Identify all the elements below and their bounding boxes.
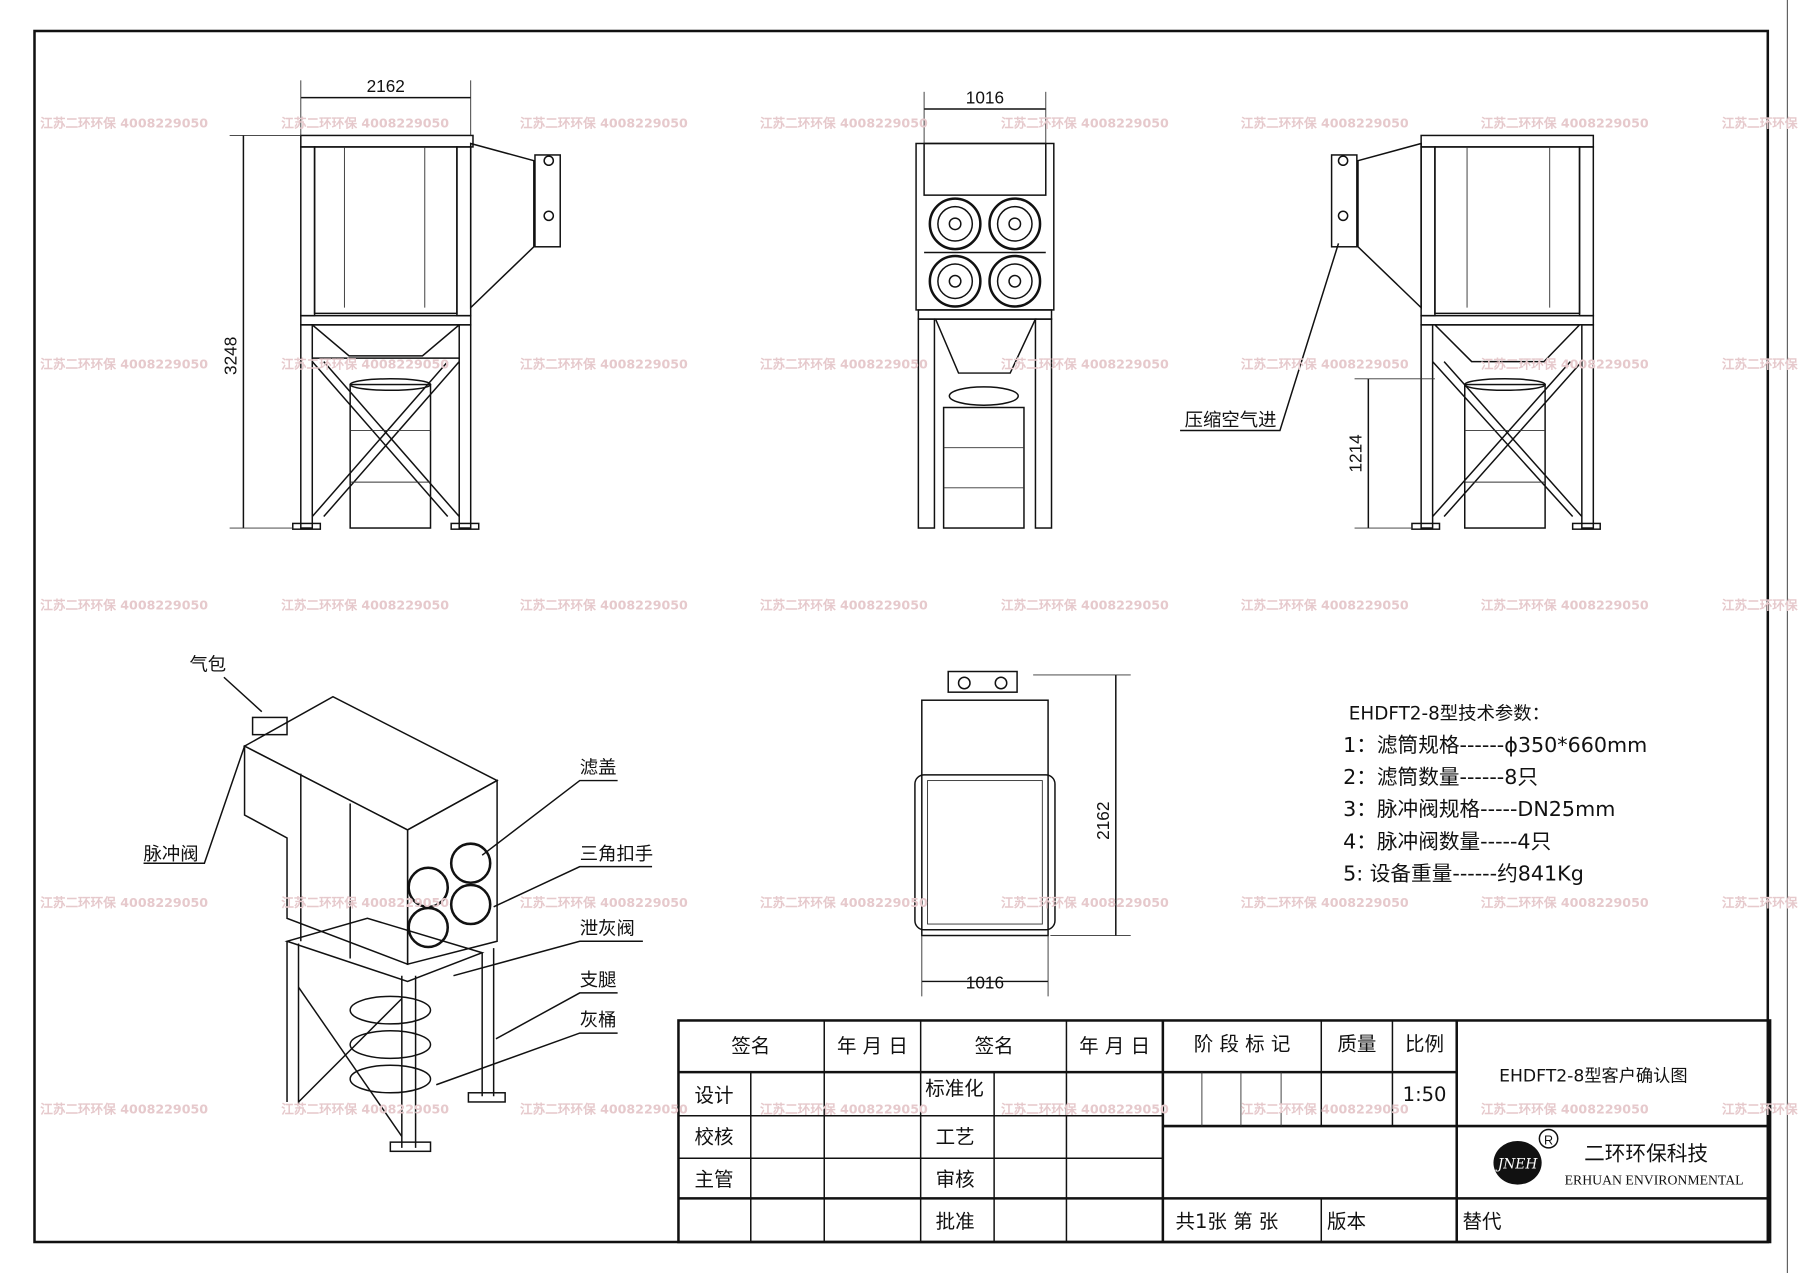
watermark-text: 江苏二环环保 4008229050 xyxy=(1722,1101,1800,1116)
watermark-text: 江苏二环环保 4008229050 xyxy=(1001,598,1169,613)
version-label: 版本 xyxy=(1327,1210,1366,1233)
watermark-text: 江苏二环环保 4008229050 xyxy=(1481,356,1649,371)
header-sign-1: 签名 xyxy=(731,1035,770,1058)
label-triangle-handle: 三角扣手 xyxy=(580,844,653,865)
label-pulse-valve: 脉冲阀 xyxy=(144,844,199,865)
spec-item: 4：脉冲阀数量-----4只 xyxy=(1343,829,1551,853)
row-supervisor: 主管 xyxy=(695,1168,734,1191)
label-filter-cover: 滤盖 xyxy=(580,758,617,779)
technical-specs: EHDFT2-8型技术参数： 1：滤筒规格------ϕ350*660mm 2：… xyxy=(1343,704,1647,886)
watermark-text: 江苏二环环保 4008229050 xyxy=(760,598,928,613)
row-approve: 批准 xyxy=(936,1210,975,1233)
watermark-text: 江苏二环环保 4008229050 xyxy=(520,356,688,371)
specs-title: EHDFT2-8型技术参数： xyxy=(1349,704,1550,725)
header-mass: 质量 xyxy=(1337,1032,1376,1055)
watermark-text: 江苏二环环保 4008229050 xyxy=(40,895,208,910)
label-discharge-valve: 泄灰阀 xyxy=(580,918,635,939)
watermark-text: 江苏二环环保 4008229050 xyxy=(520,895,688,910)
label-compressed-air-inlet: 压缩空气进 xyxy=(1185,410,1277,431)
spec-item: 5: 设备重量------约841Kg xyxy=(1343,861,1584,885)
isometric-view: 气包 脉冲阀 滤盖 三角扣手 泄灰阀 支腿 灰桶 xyxy=(144,654,653,1153)
top-view: 1016 2162 xyxy=(914,670,1131,997)
watermark-text: 江苏二环环保 4008229050 xyxy=(760,356,928,371)
watermark-text: 江苏二环环保 4008229050 xyxy=(40,598,208,613)
watermark-layer: 江苏二环环保 4008229050 江苏二环环保 4008229050 江苏二环环保… xyxy=(40,115,1800,1116)
scale-value: 1:50 xyxy=(1403,1083,1447,1106)
watermark-text: 江苏二环环保 4008229050 xyxy=(520,115,688,130)
watermark-text: 江苏二环环保 4008229050 xyxy=(1722,598,1800,613)
watermark-text: 江苏二环环保 4008229050 xyxy=(1722,356,1800,371)
row-check: 校核 xyxy=(695,1125,734,1148)
company-logo: JNEH R xyxy=(1493,1128,1559,1185)
watermark-text: 江苏二环环保 4008229050 xyxy=(760,1101,928,1116)
header-date-1: 年 月 日 xyxy=(837,1035,908,1058)
spec-item: 1：滤筒规格------ϕ350*660mm xyxy=(1343,733,1647,757)
watermark-text: 江苏二环环保 4008229050 xyxy=(1241,598,1409,613)
dim-side-height: 3248 xyxy=(221,337,241,375)
row-standardize: 标准化 xyxy=(925,1077,984,1100)
dim-top-length: 2162 xyxy=(1093,802,1113,840)
watermark-text: 江苏二环环保 4008229050 xyxy=(1722,895,1800,910)
replace-label: 替代 xyxy=(1462,1210,1501,1233)
watermark-text: 江苏二环环保 4008229050 xyxy=(40,356,208,371)
spec-item: 3：脉冲阀规格-----DN25mm xyxy=(1343,797,1615,821)
registered-mark: R xyxy=(1544,1133,1553,1147)
watermark-text: 江苏二环环保 4008229050 xyxy=(281,895,449,910)
watermark-text: 江苏二环环保 4008229050 xyxy=(281,115,449,130)
header-sign-2: 签名 xyxy=(975,1035,1014,1058)
header-date-2: 年 月 日 xyxy=(1079,1035,1150,1058)
label-air-bag: 气包 xyxy=(189,654,226,675)
dim-top-width: 1016 xyxy=(966,972,1004,992)
row-process: 工艺 xyxy=(936,1125,975,1148)
watermark-text: 江苏二环环保 4008229050 xyxy=(1481,1101,1649,1116)
watermark-text: 江苏二环环保 4008229050 xyxy=(1001,1101,1169,1116)
watermark-text: 江苏二环环保 4008229050 xyxy=(520,1101,688,1116)
side-view-right: 1214 压缩空气进 xyxy=(1180,134,1601,530)
watermark-text: 江苏二环环保 4008229050 xyxy=(1001,895,1169,910)
front-view: 1016 xyxy=(915,87,1055,529)
title-block: 签名 年 月 日 签名 年 月 日 阶 段 标 记 质量 比例 1:50 EHD… xyxy=(677,1019,1772,1244)
dim-side-width: 2162 xyxy=(367,76,405,96)
company-name-en: ERHUAN ENVIRONMENTAL xyxy=(1565,1173,1744,1188)
watermark-text: 江苏二环环保 4008229050 xyxy=(1241,895,1409,910)
row-design: 设计 xyxy=(695,1084,734,1107)
watermark-text: 江苏二环环保 4008229050 xyxy=(1722,115,1800,130)
watermark-text: 江苏二环环保 4008229050 xyxy=(40,1101,208,1116)
watermark-text: 江苏二环环保 4008229050 xyxy=(1481,895,1649,910)
side-view-left: 2162 3248 xyxy=(221,76,561,530)
header-scale: 比例 xyxy=(1405,1032,1444,1055)
sheet-count: 共1张 第 张 xyxy=(1175,1210,1278,1233)
watermark-text: 江苏二环环保 4008229050 xyxy=(1241,356,1409,371)
logo-text: JNEH xyxy=(1495,1157,1539,1173)
watermark-text: 江苏二环环保 4008229050 xyxy=(1001,356,1169,371)
watermark-text: 江苏二环环保 4008229050 xyxy=(1241,115,1409,130)
dim-right-height: 1214 xyxy=(1345,434,1365,473)
label-ash-bucket: 灰桶 xyxy=(580,1010,617,1031)
watermark-text: 江苏二环环保 4008229050 xyxy=(281,1101,449,1116)
watermark-text: 江苏二环环保 4008229050 xyxy=(40,115,208,130)
watermark-text: 江苏二环环保 4008229050 xyxy=(520,598,688,613)
watermark-text: 江苏二环环保 4008229050 xyxy=(1001,115,1169,130)
watermark-text: 江苏二环环保 4008229050 xyxy=(1481,115,1649,130)
watermark-text: 江苏二环环保 4008229050 xyxy=(760,115,928,130)
watermark-text: 江苏二环环保 4008229050 xyxy=(281,356,449,371)
company-name-cn: 二环环保科技 xyxy=(1584,1142,1708,1166)
label-support-leg: 支腿 xyxy=(580,970,617,991)
watermark-text: 江苏二环环保 4008229050 xyxy=(760,895,928,910)
drawing-title: EHDFT2-8型客户确认图 xyxy=(1499,1066,1687,1086)
dim-front-width: 1016 xyxy=(966,87,1004,107)
watermark-text: 江苏二环环保 4008229050 xyxy=(1241,1101,1409,1116)
watermark-text: 江苏二环环保 4008229050 xyxy=(281,598,449,613)
spec-item: 2：滤筒数量------8只 xyxy=(1343,765,1538,789)
watermark-text: 江苏二环环保 4008229050 xyxy=(1481,598,1649,613)
row-review: 审核 xyxy=(936,1168,975,1191)
header-stage: 阶 段 标 记 xyxy=(1194,1032,1291,1055)
